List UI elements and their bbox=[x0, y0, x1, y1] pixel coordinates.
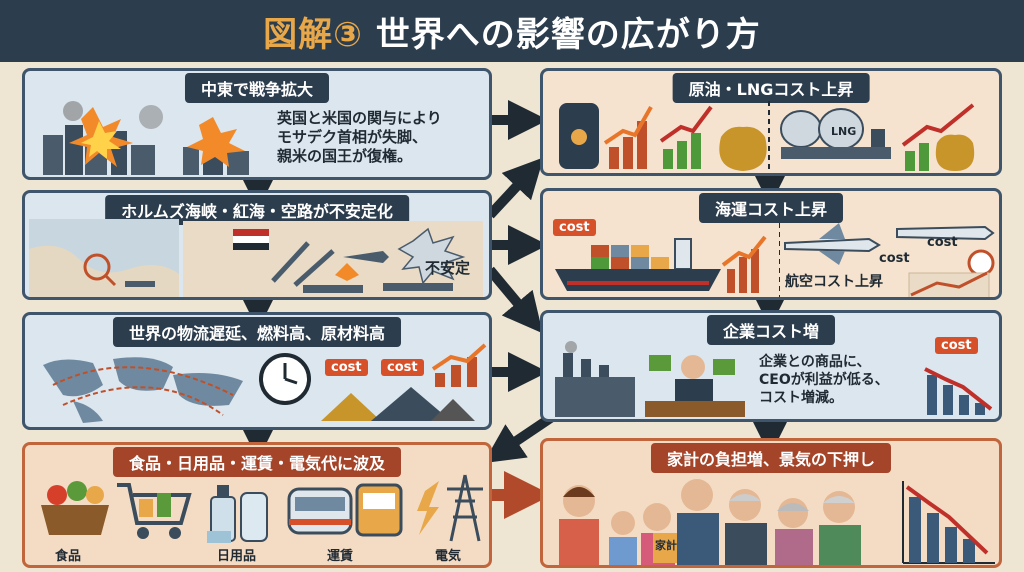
title-number: 図解③ bbox=[263, 14, 363, 55]
transport-icon bbox=[287, 483, 403, 537]
panel-daily-label: 食品・日用品・運賃・電気代に波及 bbox=[112, 447, 402, 477]
city-explosion-icon bbox=[43, 101, 249, 175]
daily-goods-icon bbox=[207, 485, 268, 543]
price-up-chart-icon bbox=[431, 343, 487, 387]
cost-tag-1: cost bbox=[325, 359, 368, 376]
panel-corporate-text: 企業との商品に、 CEOが利益が低る、 コスト増減。 bbox=[759, 353, 889, 407]
panel-mideast-label: 中東で戦争拡大 bbox=[184, 73, 330, 103]
panel-household-label: 家計の負担増、景気の下押し bbox=[650, 443, 892, 473]
clock-icon bbox=[259, 353, 311, 405]
panel-mideast-war: 中東で戦争拡大 英国と米国の関与により モサデク首相が失脚、 親米の国王が復権。 bbox=[22, 68, 492, 180]
power-tower-icon bbox=[417, 474, 483, 542]
shipping-cost-label-a: cost bbox=[879, 251, 910, 266]
raw-materials-icon bbox=[321, 387, 475, 421]
corporate-cost-tag: cost bbox=[935, 337, 978, 354]
shipping-cost-tag: cost bbox=[553, 219, 596, 236]
container-ship-icon bbox=[555, 235, 767, 293]
shipping-cost-label-b: cost bbox=[927, 235, 958, 250]
panel-household: 家計の負担増、景気の下押し 家計 bbox=[540, 438, 1002, 568]
lng-label: LNG bbox=[831, 125, 857, 138]
shopping-cart-icon bbox=[117, 483, 192, 539]
panel-logistics-label: 世界の物流遅延、燃料高、原材料高 bbox=[112, 317, 402, 347]
panel-corporate-label: 企業コスト増 bbox=[706, 315, 836, 345]
panel-shipping: 海運コスト上昇 cost cost cost 航空コスト上昇 bbox=[540, 188, 1002, 300]
mideast-line-3: 親米の国王が復権。 bbox=[277, 147, 413, 165]
lng-tanks-chart-icon bbox=[780, 103, 975, 171]
panel-logistics: 世界の物流遅延、燃料高、原材料高 cost cost bbox=[22, 312, 492, 430]
caption-electricity: 電気 bbox=[435, 549, 462, 564]
panel-daily-goods: 食品・日用品・運賃・電気代に波及 食品 日用品 運賃 電気 bbox=[22, 442, 492, 568]
profit-down-chart-icon bbox=[924, 367, 993, 415]
economy-down-chart-icon bbox=[902, 481, 995, 564]
caption-food: 食品 bbox=[55, 549, 82, 564]
title-text: 世界への影響の広がり方 bbox=[362, 14, 761, 55]
map-strait-icon bbox=[29, 219, 179, 297]
panel-mideast-text: 英国と米国の関与により モサデク首相が失脚、 親米の国王が復権。 bbox=[277, 109, 442, 166]
air-cost-caption: 航空コスト上昇 bbox=[785, 274, 883, 290]
oil-barrel-chart-icon bbox=[559, 101, 770, 171]
airplane-chart-icon bbox=[779, 223, 995, 297]
corporate-line-2: CEOが利益が低る、 bbox=[759, 372, 889, 388]
family-icon bbox=[559, 479, 861, 565]
arrow-hormuz-corporate bbox=[486, 266, 543, 334]
panel-corporate: 企業コスト増 企業との商品に、 CEOが利益が低る、 コスト増減。 cost bbox=[540, 310, 1002, 422]
caption-fare: 運賃 bbox=[327, 549, 354, 564]
mideast-line-1: 英国と米国の関与により bbox=[277, 109, 442, 127]
cost-tag-2: cost bbox=[381, 359, 424, 376]
world-map-icon bbox=[43, 357, 243, 423]
arrow-hormuz-oil bbox=[486, 157, 544, 219]
corporate-line-3: コスト増減。 bbox=[759, 390, 843, 406]
food-basket-icon bbox=[41, 481, 109, 535]
panel-shipping-label: 海運コスト上昇 bbox=[698, 193, 844, 223]
caption-daily-goods: 日用品 bbox=[217, 549, 257, 564]
mideast-line-2: モサデク首相が失脚、 bbox=[277, 128, 428, 146]
panel-hormuz: ホルムズ海峡・紅海・空路が不安定化 不安定 bbox=[22, 190, 492, 300]
unstable-text: 不安定 bbox=[425, 259, 471, 277]
page-title: 図解③ 世界への影響の広がり方 bbox=[263, 7, 761, 56]
factory-ceo-icon bbox=[555, 341, 745, 417]
panel-oil-lng: 原油・LNGコスト上昇 LNG bbox=[540, 68, 1002, 176]
household-book-label: 家計 bbox=[655, 539, 677, 552]
header-bar: 図解③ 世界への影響の広がり方 bbox=[0, 0, 1024, 62]
conflict-scene-icon bbox=[183, 221, 483, 297]
panel-oil-label: 原油・LNGコスト上昇 bbox=[672, 73, 870, 103]
corporate-line-1: 企業との商品に、 bbox=[759, 354, 871, 370]
